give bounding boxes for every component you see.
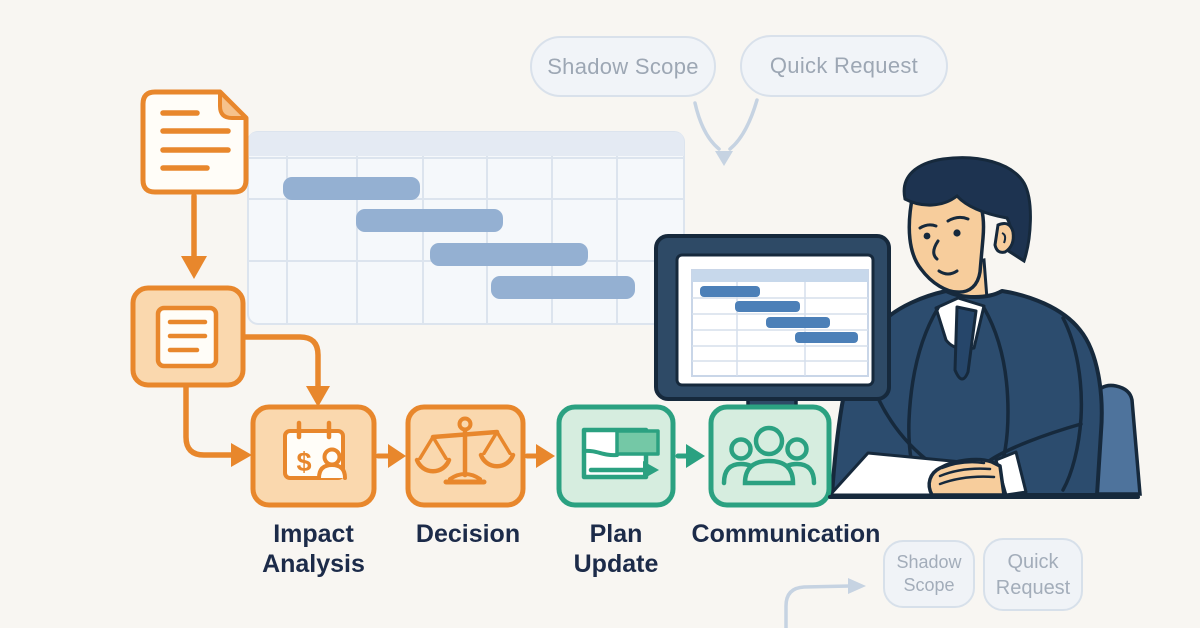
step-communication-box [708, 404, 832, 508]
step-label-impact-analysis: Impact Analysis [262, 520, 365, 578]
arrow-request-to-impact-top [242, 334, 330, 407]
arrow-decision-to-plan [524, 444, 555, 468]
tie [953, 305, 978, 381]
step-label-communication: Communication [691, 520, 881, 548]
balance-scale-icon [414, 416, 516, 485]
tag-quick-request-top: Quick Request [740, 35, 948, 97]
tag-shadow-scope-top: Shadow Scope [530, 36, 716, 97]
background-gantt-chart [247, 131, 685, 325]
gantt-bars [283, 177, 635, 299]
arrow-document-to-request [181, 193, 207, 279]
facial-features [918, 215, 970, 276]
step-decision-box [405, 404, 526, 508]
step-plan-update-box [556, 404, 676, 508]
merge-arrow [693, 98, 759, 166]
arrow-request-to-impact-left [183, 384, 252, 467]
step-impact-analysis-box: $ [250, 404, 377, 508]
worker-illustration [828, 156, 1104, 497]
document-icon [140, 89, 249, 195]
arrow-plan-to-communication [675, 444, 705, 468]
dollar-glyph: $ [296, 447, 311, 477]
gantt-bar-shift-icon [581, 427, 660, 480]
screen-gantt-chart [691, 269, 869, 377]
tag-quick-request-bottom: Quick Request [983, 538, 1083, 611]
hair [902, 156, 1032, 264]
change-request-card-icon [130, 285, 246, 388]
team-icon [721, 425, 817, 486]
arrow-impact-to-decision [375, 444, 406, 468]
step-label-decision: Decision [415, 520, 521, 548]
tag-shadow-scope-bottom: Shadow Scope [883, 540, 975, 608]
screen-gantt-bars [700, 286, 858, 343]
step-label-plan-update: Plan Update [573, 520, 659, 578]
monitor-icon [654, 234, 891, 416]
cost-calendar-person-icon: $ [283, 420, 347, 480]
callout-arrow [784, 578, 866, 628]
